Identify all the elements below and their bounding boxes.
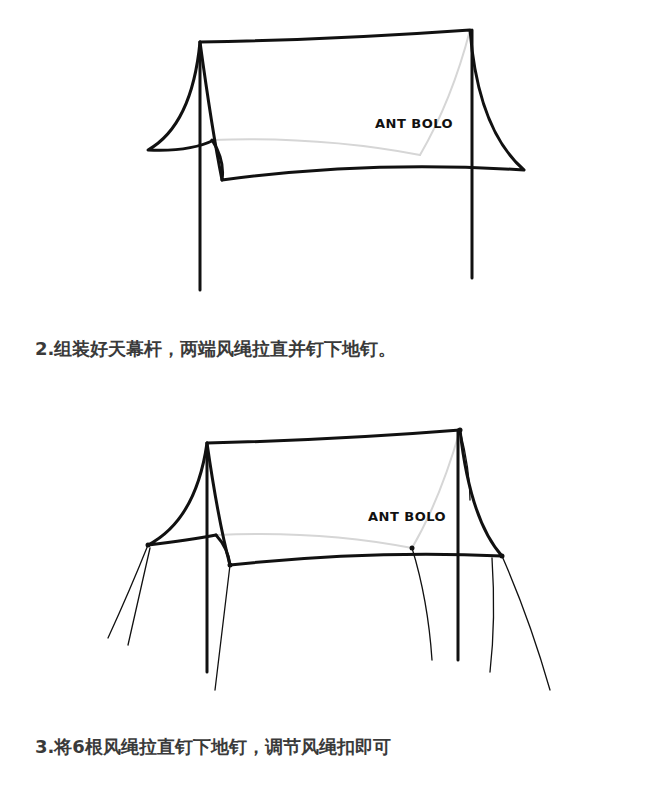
tarp-back-edge: [212, 139, 420, 155]
tarp-back-edge: [420, 30, 470, 155]
tarp-outline: [200, 30, 524, 180]
tarp-outline: [148, 42, 222, 180]
brand-label: ANT BOLO: [368, 509, 446, 524]
tarp-pole: [457, 430, 460, 660]
step-caption: 2.组装好天幕杆，两端风绳拉直并钉下地钉。: [35, 337, 396, 361]
tarp-back-edge: [412, 430, 460, 548]
tarp-pole: [206, 443, 209, 672]
tarp-outline: [207, 430, 502, 565]
brand-label: ANT BOLO: [375, 116, 453, 131]
rope-buckles: [146, 428, 505, 568]
guy-ropes: [108, 430, 550, 690]
tarp-pole: [471, 30, 474, 278]
tarp-back-edge: [216, 534, 412, 548]
tarp-pole: [199, 42, 202, 290]
tarp-outline: [148, 443, 230, 565]
step-caption: 3.将6根风绳拉直钉下地钉，调节风绳扣即可: [35, 735, 391, 759]
